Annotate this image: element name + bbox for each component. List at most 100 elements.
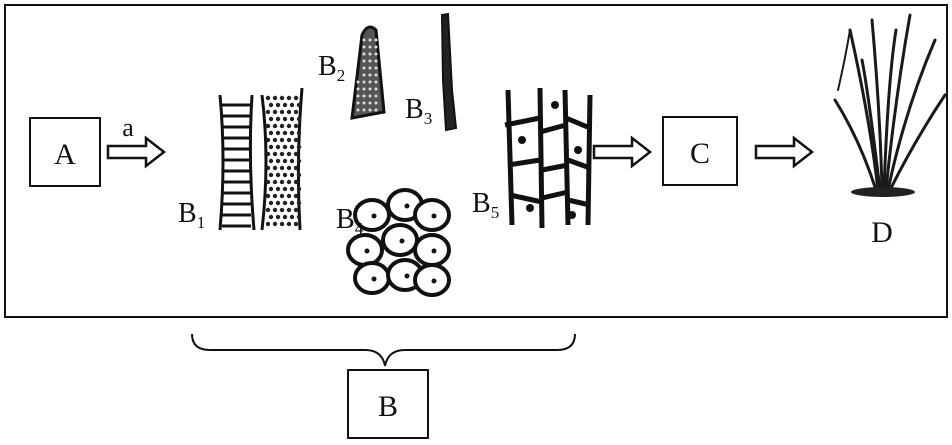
vessel-pit <box>293 193 299 199</box>
vessel-pit <box>279 95 285 101</box>
vessel-pit <box>296 144 302 150</box>
vessel-pit <box>289 116 295 122</box>
vessel-pit <box>296 130 302 136</box>
cell-pit <box>356 87 360 91</box>
vessel-pit <box>279 165 285 171</box>
cell-pit <box>362 87 366 91</box>
cell-pit <box>368 87 372 91</box>
cell-nucleus <box>404 203 410 209</box>
vessel-pit <box>275 214 281 220</box>
vessel-pit <box>286 165 292 171</box>
cell-pit <box>368 59 372 63</box>
vessel-pit <box>275 102 281 108</box>
vessel-pit <box>265 165 271 171</box>
cell-nucleus <box>431 278 437 284</box>
box-A <box>29 117 101 187</box>
vessel-pit <box>282 116 288 122</box>
cell-pit <box>362 108 366 112</box>
label-B4: B4 <box>336 204 364 238</box>
label-D: D <box>871 216 893 249</box>
vessel-pit <box>275 130 281 136</box>
vessel-pit <box>289 144 295 150</box>
parenchyma-B4 <box>346 188 451 297</box>
vessel-pit <box>289 200 295 206</box>
vessel-pit <box>275 200 281 206</box>
fiber-B3 <box>440 12 458 132</box>
vessel-pit <box>268 144 274 150</box>
cell-nucleus <box>371 276 377 282</box>
vessel-pit <box>268 158 274 164</box>
cell-pit <box>362 45 366 49</box>
vessel-pit <box>293 207 299 213</box>
cell-pit <box>374 94 378 98</box>
vessel-pit <box>296 200 302 206</box>
cell-nucleus <box>371 213 377 219</box>
vessel-pit <box>265 109 271 115</box>
cell-pit <box>362 38 366 42</box>
cell-pit <box>362 80 366 84</box>
vessel-pit <box>286 151 292 157</box>
cell-pit <box>374 45 378 49</box>
vessel-pit <box>275 172 281 178</box>
cell-pit <box>374 66 378 70</box>
vessel-pit <box>279 193 285 199</box>
vessel-pit <box>293 179 299 185</box>
cell-pit <box>374 52 378 56</box>
vessel-pit <box>289 102 295 108</box>
vessel-pit <box>279 179 285 185</box>
vessel-pit <box>296 172 302 178</box>
vessel-ladder-B1 <box>218 94 256 231</box>
box-B <box>347 369 429 439</box>
cell-pit <box>362 66 366 70</box>
vessel-pit <box>296 158 302 164</box>
vessel-pit <box>268 102 274 108</box>
vessel-pit <box>275 186 281 192</box>
vessel-pit <box>268 200 274 206</box>
tissue-B5 <box>504 87 593 229</box>
vessel-pit <box>282 130 288 136</box>
vessel-pit <box>272 179 278 185</box>
vessel-pit <box>268 214 274 220</box>
cell-nucleus <box>364 248 370 254</box>
vessel-pit <box>286 207 292 213</box>
cell-pit <box>362 59 366 63</box>
vessel-pit <box>275 116 281 122</box>
label-B5: B5 <box>472 188 499 222</box>
vessel-pit <box>268 116 274 122</box>
label-B1: B1 <box>178 198 205 232</box>
vessel-pit <box>282 102 288 108</box>
vessel-pit <box>279 151 285 157</box>
cell-pit <box>362 94 366 98</box>
vessel-pit <box>289 158 295 164</box>
vessel-pit <box>265 137 271 143</box>
vessel-pit <box>265 207 271 213</box>
arrow-a <box>106 136 166 168</box>
vessel-pit <box>265 221 271 227</box>
cell-pit <box>368 52 372 56</box>
vessel-pit <box>286 179 292 185</box>
vessel-pit <box>275 158 281 164</box>
cell-pit <box>368 38 372 42</box>
vessel-pit <box>282 200 288 206</box>
cell-pit <box>368 101 372 105</box>
cell-pit <box>374 80 378 84</box>
vessel-pit <box>293 151 299 157</box>
cell-pit <box>362 101 366 105</box>
vessel-pit <box>275 144 281 150</box>
vessel-pit <box>272 137 278 143</box>
vessel-pit <box>272 193 278 199</box>
vessel-pit <box>296 186 302 192</box>
label-a: a <box>122 113 134 142</box>
cell-pit <box>368 94 372 98</box>
vessel-pit <box>279 221 285 227</box>
vessel-pit <box>279 123 285 129</box>
vessel-pit <box>268 130 274 136</box>
brace-B <box>191 333 576 367</box>
vessel-pit <box>272 207 278 213</box>
cell-pit <box>362 52 366 56</box>
vessel-pit <box>289 172 295 178</box>
vessel-pit <box>293 123 299 129</box>
vessel-pit <box>272 221 278 227</box>
vessel-pit <box>293 109 299 115</box>
